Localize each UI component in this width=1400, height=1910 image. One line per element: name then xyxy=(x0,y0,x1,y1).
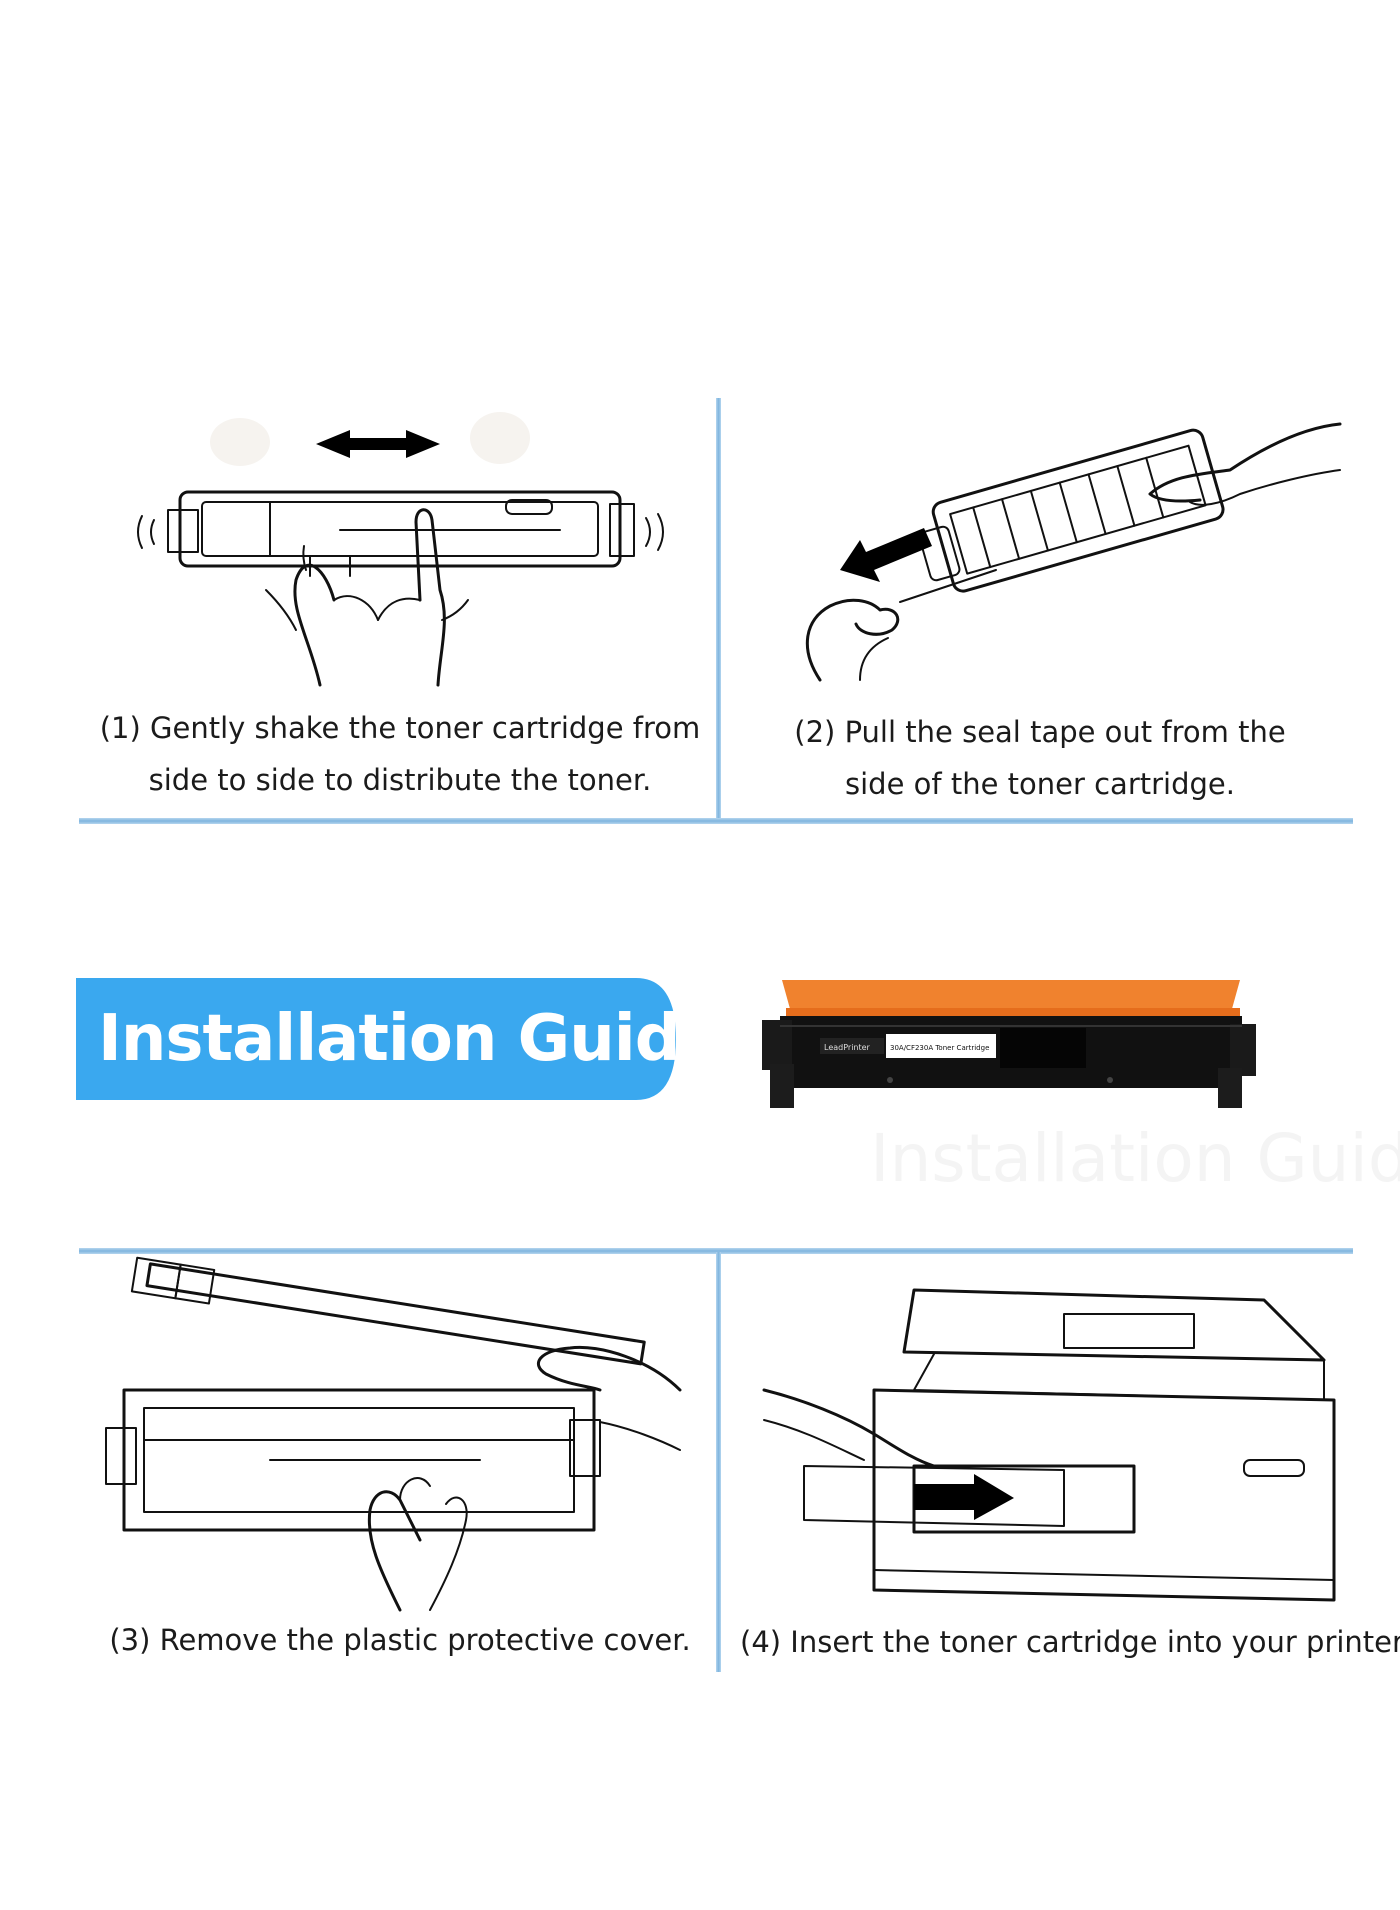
pull-seal-illustration xyxy=(805,422,1342,682)
shake-cartridge-illustration xyxy=(137,412,664,687)
bottom-vertical-divider xyxy=(716,1252,721,1672)
step-1-caption-line1: (1) Gently shake the toner cartridge fro… xyxy=(99,711,701,745)
step-4-caption-line1: (4) Insert the toner cartridge into your… xyxy=(740,1625,1400,1659)
step-3-caption: (3) Remove the plastic protective cover. xyxy=(80,1614,720,1666)
bottom-horizontal-divider xyxy=(79,1248,1353,1254)
top-horizontal-divider xyxy=(79,818,1353,824)
banner-title: Installation Guide xyxy=(98,1002,723,1076)
step-4-caption: (4) Insert the toner cartridge into your… xyxy=(740,1616,1400,1668)
watermark-text: Installation Guide xyxy=(870,1120,1400,1197)
cartridge-model-label: 30A/CF230A Toner Cartridge xyxy=(890,1044,989,1052)
remove-cover-illustration xyxy=(105,1256,682,1612)
step-1-caption: (1) Gently shake the toner cartridge fro… xyxy=(80,702,720,806)
toner-cartridge-photo: LeadPrinter 30A/CF230A Toner Cartridge xyxy=(762,980,1256,1108)
cartridge-brand-label: LeadPrinter xyxy=(824,1043,871,1052)
insert-into-printer-illustration xyxy=(762,1288,1336,1602)
top-vertical-divider xyxy=(716,398,721,824)
step-2-caption-line2: side of the toner cartridge. xyxy=(845,767,1235,801)
step-2-caption-line1: (2) Pull the seal tape out from the xyxy=(794,715,1286,749)
step-2-caption: (2) Pull the seal tape out from the side… xyxy=(720,706,1360,810)
step-3-caption-line1: (3) Remove the plastic protective cover. xyxy=(109,1623,691,1657)
step-1-caption-line2: side to side to distribute the toner. xyxy=(148,763,652,797)
installation-guide-banner: Installation Guide xyxy=(76,978,723,1100)
